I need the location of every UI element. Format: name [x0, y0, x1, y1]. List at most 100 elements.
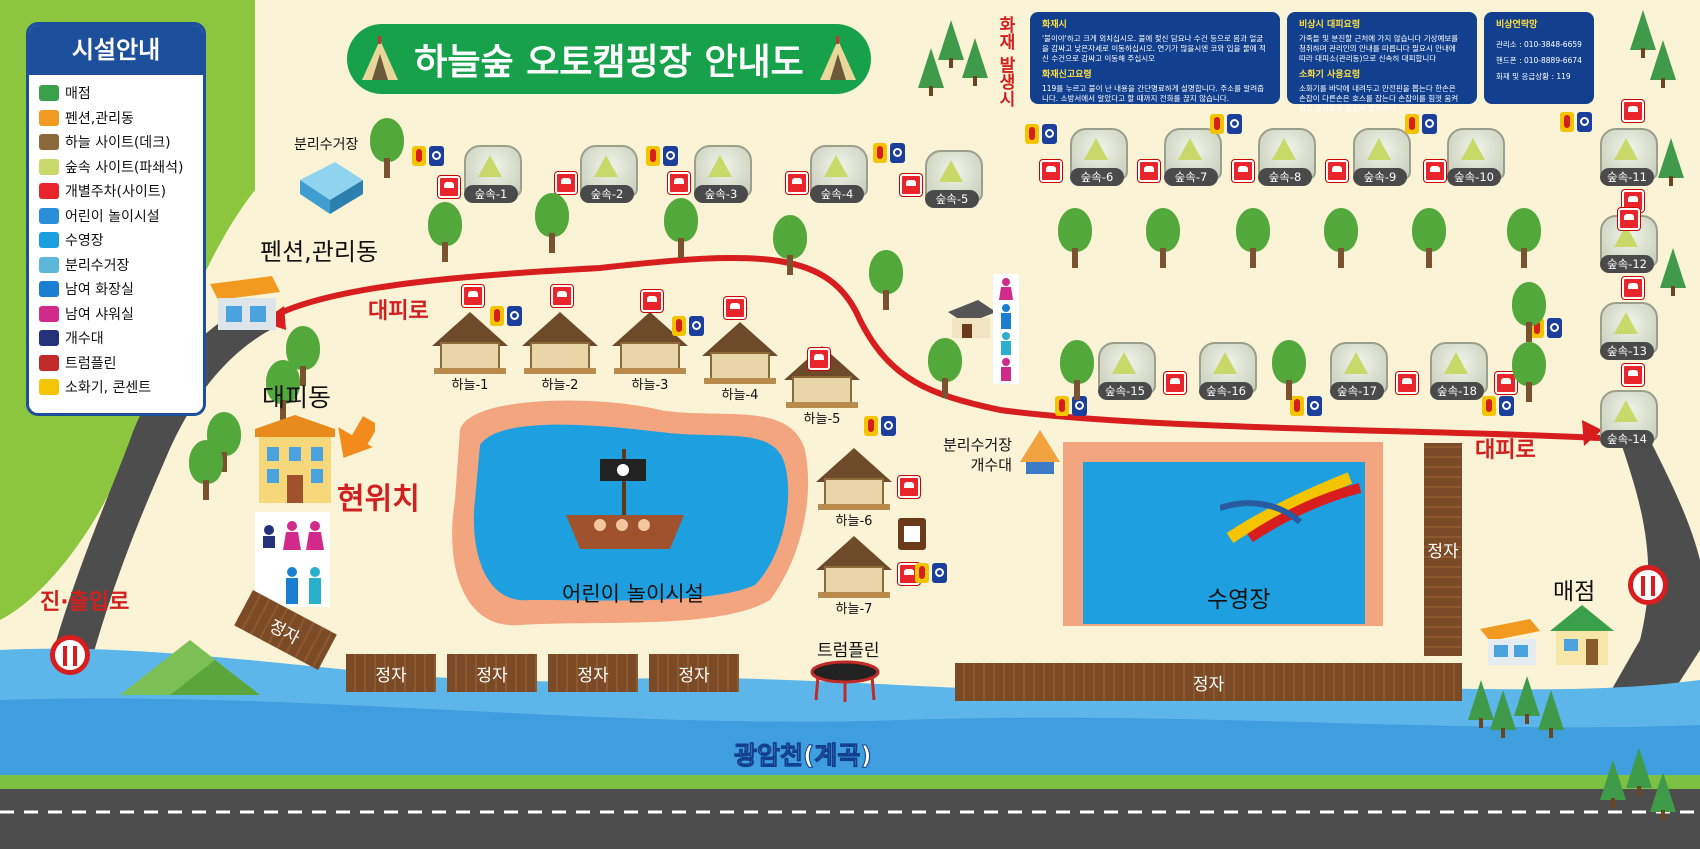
playground-icon	[39, 207, 59, 224]
extinguisher-outlet-icon	[1405, 114, 1437, 134]
emergency-office: 관리소 : 010-3848-6659	[1496, 40, 1582, 49]
legend-item: 개수대	[39, 326, 203, 351]
pine-tree-icon	[1538, 690, 1564, 738]
deck-tent-roof-icon	[816, 536, 892, 570]
deck-tent-body-icon	[530, 342, 590, 370]
pension-label: 펜션,관리동	[260, 238, 379, 266]
restroom-column-icon	[993, 274, 1019, 384]
parking-icon	[900, 174, 922, 196]
deck-tent-icon	[39, 134, 59, 151]
deck-floor	[786, 402, 858, 408]
pine-tree-icon	[1600, 760, 1626, 808]
forest-site-label: 숲속-14	[1600, 430, 1654, 448]
gravel-tent-icon	[39, 158, 59, 175]
tree-icon	[869, 250, 903, 310]
current-location-label: 현위치	[337, 482, 420, 517]
deck-tent-body-icon	[824, 566, 884, 594]
parking-icon	[668, 172, 690, 194]
restroom-icon	[39, 281, 59, 298]
forest-site: 숲속-10	[1445, 128, 1505, 190]
deck-floor	[818, 504, 890, 510]
tree-icon	[286, 326, 320, 386]
emergency-contact-box: 비상연락망 관리소 : 010-3848-6659 핸드폰 : 010-8889…	[1484, 12, 1594, 104]
trampoline-icon	[810, 660, 880, 702]
forest-site-label: 숲속-4	[810, 185, 864, 203]
forest-site-label: 숲속-12	[1600, 255, 1654, 273]
pine-tree-icon	[938, 20, 964, 68]
forest-site-label: 숲속-2	[580, 185, 634, 203]
pool-icon	[39, 232, 59, 249]
evacuation-route-left-label: 대피로	[368, 299, 429, 324]
map-title: 하늘숲 오토캠핑장 안내도	[414, 42, 804, 83]
forest-site-label: 숲속-9	[1353, 168, 1407, 186]
forest-site: 숲속-12	[1598, 215, 1658, 277]
current-location-arrow-icon	[338, 416, 375, 458]
deck-tent-body-icon	[824, 478, 884, 506]
forest-site-label: 숲속-6	[1070, 168, 1124, 186]
legend-item: 숲속 사이트(파쇄석)	[39, 155, 203, 180]
extinguisher-outlet-icon	[1560, 112, 1592, 132]
parking-icon	[1622, 364, 1644, 386]
legend-label: 개별주차(사이트)	[65, 184, 167, 201]
trampoline-icon	[39, 354, 59, 371]
tree-icon	[1512, 282, 1546, 342]
recycling-sink-icon	[1020, 430, 1060, 474]
legend-item: 매점	[39, 81, 203, 106]
legend-label: 숲속 사이트(파쇄석)	[65, 159, 184, 176]
parking-icon	[786, 172, 808, 194]
legend-label: 소화기, 콘센트	[65, 380, 152, 397]
sky-site-label: 하늘-3	[631, 378, 669, 393]
water-slide-icon	[1220, 472, 1362, 543]
legend-item: 분리수거장	[39, 253, 203, 278]
forest-site: 숲속-4	[808, 145, 868, 207]
restroom-shower-block	[255, 512, 330, 607]
tree-icon	[773, 215, 807, 275]
exit-sign-icon	[1628, 565, 1668, 605]
forest-site: 숲속-17	[1328, 342, 1388, 404]
parking-icon	[555, 172, 577, 194]
evacuation-text: 가족들 및 분진할 근처에 가지 않습니다 기상예보를 청취하며 관리인의 안내…	[1299, 34, 1459, 63]
forest-site: 숲속-1	[462, 145, 522, 207]
legend-item: 남여 화장실	[39, 277, 203, 302]
entrance-label: 진·출입로	[40, 590, 130, 615]
forest-site-label: 숲속-13	[1600, 342, 1654, 360]
forest-site: 숲속-15	[1096, 342, 1156, 404]
pirate-ship-icon	[566, 449, 684, 549]
fire-report-text: 119를 누르고 불이 난 내용을 간단명료하게 설명합니다. 주소를 알려줍니…	[1042, 84, 1265, 103]
playground-label: 어린이 놀이시설	[562, 582, 704, 606]
sky-site-label: 하늘-4	[721, 388, 759, 403]
shelter-building-icon	[255, 415, 335, 503]
forest-site: 숲속-13	[1598, 302, 1658, 364]
pine-tree-icon	[1660, 248, 1686, 296]
extinguisher-outlet-icon	[915, 563, 947, 583]
legend-label: 분리수거장	[65, 257, 130, 274]
legend-label: 남여 화장실	[65, 282, 134, 299]
pine-tree-icon	[1650, 772, 1676, 820]
forest-site: 숲속-14	[1598, 390, 1658, 452]
deck-floor	[434, 368, 506, 374]
tree-icon	[664, 198, 698, 258]
extinguisher-outlet-icon	[1290, 396, 1322, 416]
service-building-icon	[948, 300, 996, 338]
fire-report-heading: 화재신고요령	[1042, 70, 1092, 80]
tree-icon	[535, 193, 569, 253]
sky-site: 하늘-6	[816, 448, 892, 529]
pavilion: 정자	[346, 654, 436, 692]
forest-site-label: 숲속-3	[694, 185, 748, 203]
forest-site-label: 숲속-17	[1330, 382, 1384, 400]
pine-tree-icon	[1468, 680, 1494, 728]
deck-tent-roof-icon	[702, 322, 778, 356]
tree-icon	[189, 440, 223, 500]
deck-tent-roof-icon	[522, 312, 598, 346]
legend-item: 소화기, 콘센트	[39, 375, 203, 400]
tree-icon	[1236, 208, 1270, 268]
parking-icon	[1622, 277, 1644, 299]
sky-site: 하늘-4	[702, 322, 778, 403]
extinguisher-outlet-icon	[646, 146, 678, 166]
legend-label: 어린이 놀이시설	[65, 208, 160, 225]
pavilion: 정자	[649, 654, 739, 692]
sky-site-label: 하늘-2	[541, 378, 579, 393]
parking-icon	[1396, 372, 1418, 394]
